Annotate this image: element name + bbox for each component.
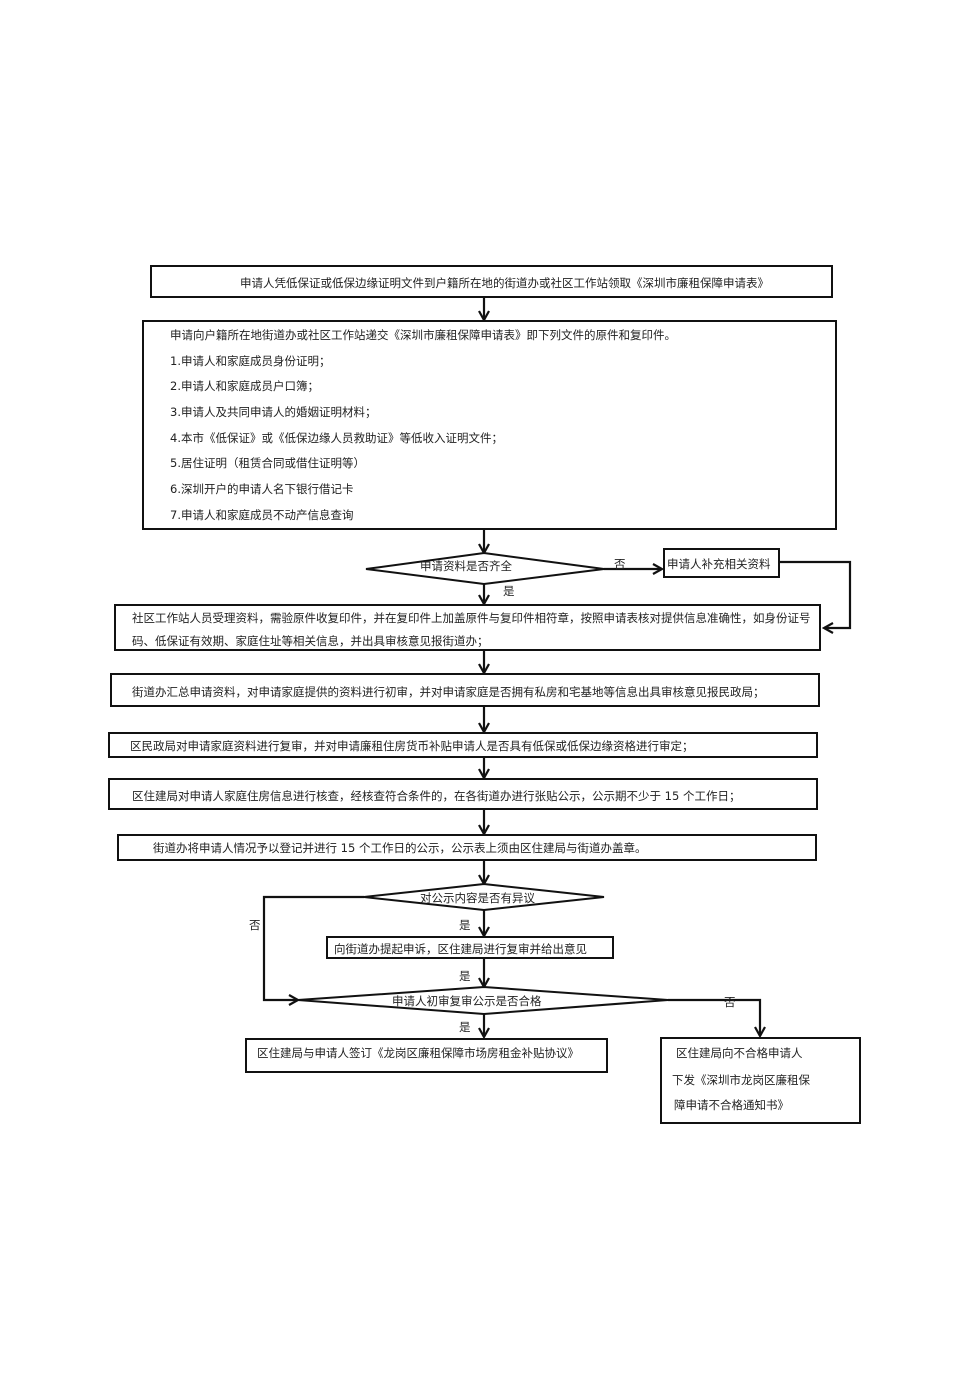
- decision3-yes-label-above: 是: [459, 969, 471, 983]
- decision2-question: 对公示内容是否有异议: [420, 891, 535, 905]
- result-pass-text: 区住建局与申请人签订《龙岗区廉租保障市场房租金补贴协议》: [257, 1046, 579, 1060]
- arrow-decision3-no: [668, 998, 760, 1036]
- arrow-decision2-no: [262, 895, 364, 1000]
- decision3-yes-label: 是: [459, 1020, 471, 1034]
- step5-text: 区民政局对申请家庭资料进行复审，并对申请廉租住房货币补贴申请人是否具有低保或低保…: [130, 739, 694, 753]
- step8-box: 向街道办提起申诉，区住建局进行复审并给出意见: [326, 936, 614, 959]
- decision2-diamond: [363, 882, 605, 912]
- decision3-no-label: 否: [724, 995, 736, 1009]
- step3-box: 社区工作站人员受理资料，需验原件收复印件，并在复印件上加盖原件与复印件相符章，按…: [114, 604, 821, 651]
- step2-item: 1.申请人和家庭成员身份证明；: [170, 354, 331, 368]
- step2-box: 申请向户籍所在地街道办或社区工作站递交《深圳市廉租保障申请表》即下列文件的原件和…: [142, 320, 837, 530]
- step4-text: 街道办汇总申请资料，对申请家庭提供的资料进行初审，并对申请家庭是否拥有私房和宅基…: [132, 685, 765, 699]
- step5-box: 区民政局对申请家庭资料进行复审，并对申请廉租住房货币补贴申请人是否具有低保或低保…: [108, 732, 818, 758]
- decision2-no-label: 否: [249, 918, 261, 932]
- result-fail-line3: 障申请不合格通知书》: [674, 1098, 789, 1112]
- step2-item: 4.本市《低保证》或《低保边缘人员救助证》等低收入证明文件；: [170, 431, 503, 445]
- result-pass-box: 区住建局与申请人签订《龙岗区廉租保障市场房租金补贴协议》: [245, 1038, 608, 1073]
- step3-line1: 社区工作站人员受理资料，需验原件收复印件，并在复印件上加盖原件与复印件相符章，按…: [132, 611, 811, 625]
- step2-intro: 申请向户籍所在地街道办或社区工作站递交《深圳市廉租保障申请表》即下列文件的原件和…: [170, 328, 676, 342]
- step2-item: 3.申请人及共同申请人的婚姻证明材料；: [170, 405, 377, 419]
- step2-item: 7.申请人和家庭成员不动产信息查询: [170, 508, 354, 522]
- result-fail-line2: 下发《深圳市龙岗区廉租保: [672, 1073, 810, 1087]
- decision1-no-label: 否: [614, 557, 626, 571]
- step2-item: 6.深圳开户的申请人名下银行借记卡: [170, 482, 354, 496]
- supplement-box: 申请人补充相关资料: [663, 548, 780, 578]
- step8-text: 向街道办提起申诉，区住建局进行复审并给出意见: [334, 942, 587, 956]
- decision1-diamond: [365, 551, 605, 586]
- supplement-text: 申请人补充相关资料: [667, 557, 771, 571]
- decision3-question: 申请人初审复审公示是否合格: [392, 994, 542, 1008]
- result-fail-line1: 区住建局向不合格申请人: [676, 1046, 803, 1060]
- step7-text: 街道办将申请人情况予以登记并进行 15 个工作日的公示，公示表上须由区住建局与街…: [153, 841, 647, 855]
- decision1-yes-label: 是: [503, 584, 515, 598]
- step1-text: 申请人凭低保证或低保边缘证明文件到户籍所在地的街道办或社区工作站领取《深圳市廉租…: [240, 276, 769, 290]
- decision1-question: 申请资料是否齐全: [420, 559, 512, 573]
- step2-item: 5.居住证明（租赁合同或借住证明等）: [170, 456, 365, 470]
- decision3-diamond: [297, 985, 669, 1016]
- decision2-yes-label: 是: [459, 918, 471, 932]
- step3-line2: 码、低保证有效期、家庭住址等相关信息，并出具审核意见报街道办；: [132, 634, 489, 648]
- step4-box: 街道办汇总申请资料，对申请家庭提供的资料进行初审，并对申请家庭是否拥有私房和宅基…: [110, 673, 820, 707]
- arrow-supplement-loop: [780, 560, 852, 628]
- step1-box: 申请人凭低保证或低保边缘证明文件到户籍所在地的街道办或社区工作站领取《深圳市廉租…: [150, 265, 833, 298]
- step6-text: 区住建局对申请人家庭住房信息进行核查，经核查符合条件的，在各街道办进行张贴公示，…: [132, 789, 741, 803]
- result-fail-box: 区住建局向不合格申请人 下发《深圳市龙岗区廉租保 障申请不合格通知书》: [660, 1037, 861, 1124]
- step6-box: 区住建局对申请人家庭住房信息进行核查，经核查符合条件的，在各街道办进行张贴公示，…: [108, 778, 818, 810]
- step7-box: 街道办将申请人情况予以登记并进行 15 个工作日的公示，公示表上须由区住建局与街…: [117, 834, 817, 861]
- step2-item: 2.申请人和家庭成员户口簿；: [170, 379, 319, 393]
